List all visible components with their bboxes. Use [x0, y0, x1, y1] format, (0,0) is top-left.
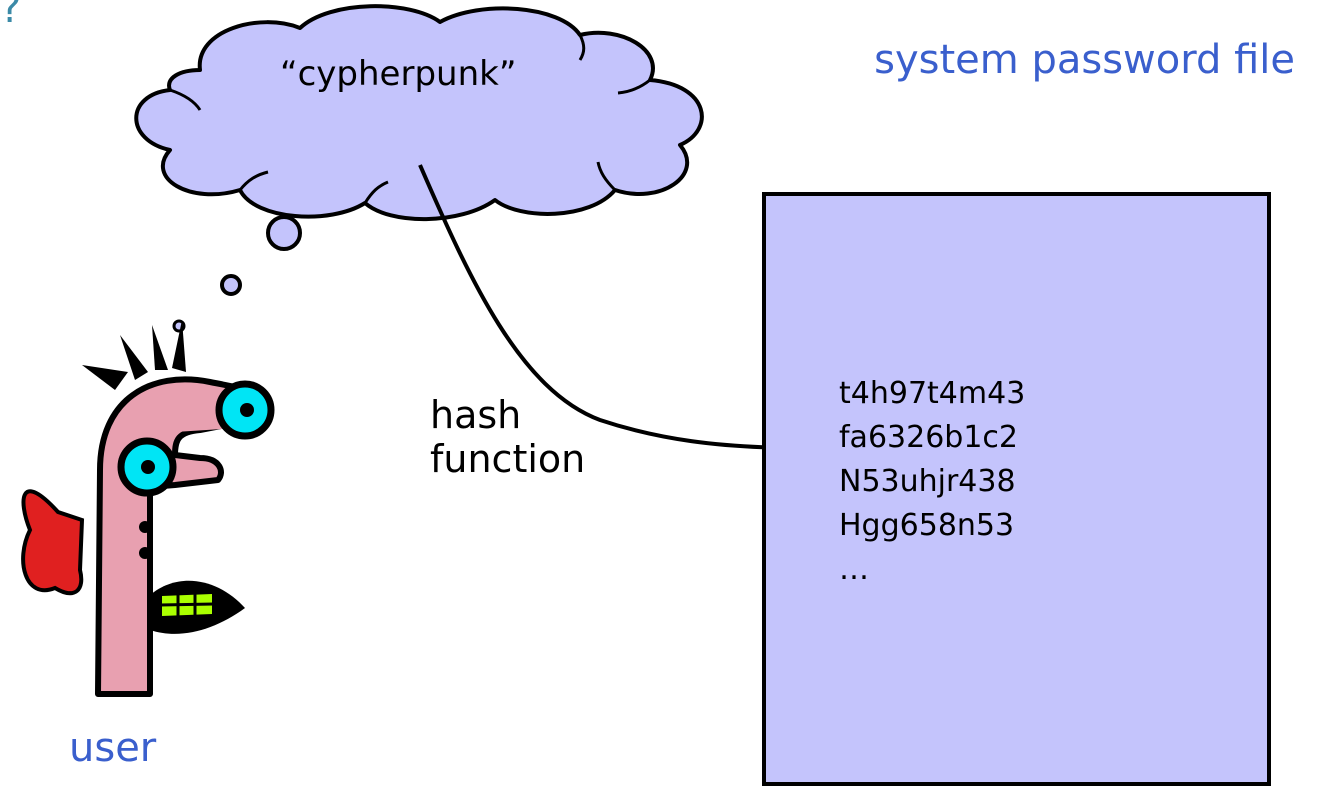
- corner-question-mark: ?: [0, 0, 22, 32]
- password-hash-list: t4h97t4m43 fa6326b1c2 N53uhjr438 Hgg658n…: [839, 372, 1025, 592]
- hash-label-line1: hash: [430, 393, 522, 437]
- hash-entry: Hgg658n53: [839, 508, 1015, 543]
- hash-label-line2: function: [430, 437, 586, 481]
- thought-bubble-medium: [220, 274, 242, 296]
- hash-entry: N53uhjr438: [839, 464, 1016, 499]
- hash-function-label: hash function: [430, 393, 585, 481]
- system-password-file-label: system password file: [874, 37, 1295, 83]
- hash-entry: fa6326b1c2: [839, 420, 1019, 455]
- hash-arrow: [418, 164, 792, 454]
- user-figure-icon: [21, 320, 275, 697]
- thought-cloud: [134, 4, 704, 222]
- hash-entry: t4h97t4m43: [839, 376, 1026, 411]
- thought-bubble-large: [266, 215, 302, 251]
- password-file-box: t4h97t4m43 fa6326b1c2 N53uhjr438 Hgg658n…: [762, 192, 1271, 786]
- user-label: user: [69, 725, 157, 771]
- thought-password-text: “cypherpunk”: [280, 54, 517, 94]
- hash-entry-ellipsis: …: [839, 552, 869, 587]
